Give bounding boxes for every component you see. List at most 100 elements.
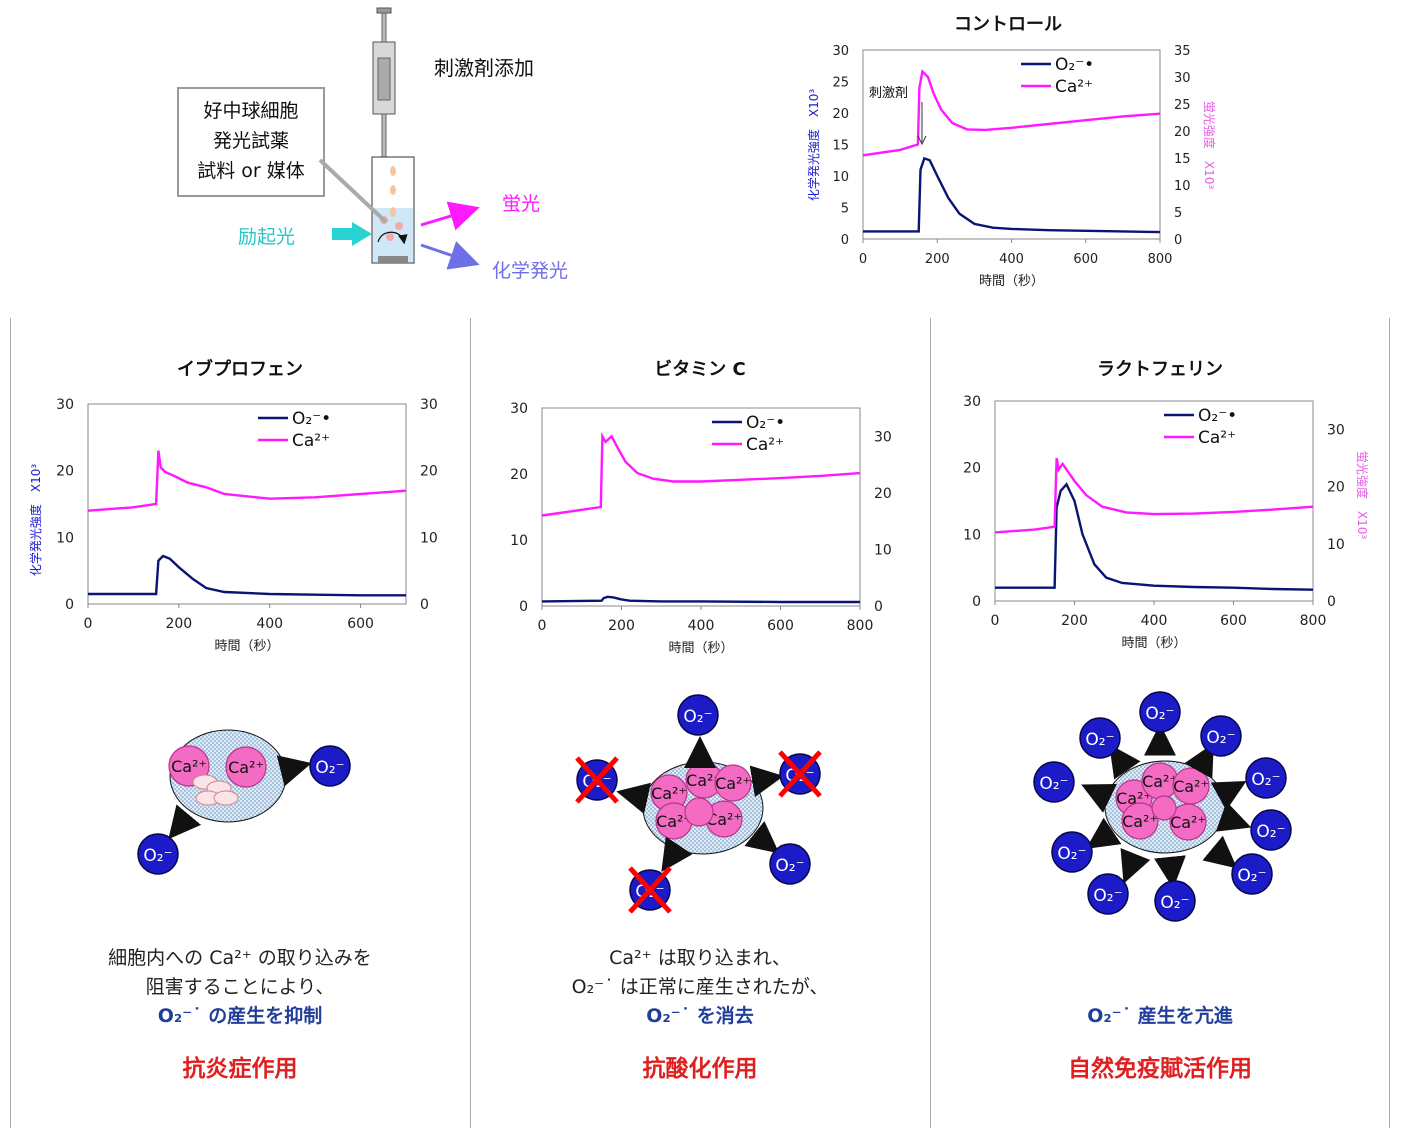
x-tick-label: 400 <box>1141 613 1168 629</box>
calcium-ion-icon <box>684 797 714 827</box>
calcium-ion-icon <box>1121 802 1159 840</box>
x-axis-label: 時間（秒） <box>1121 636 1186 651</box>
y-tick-label-right: 5 <box>1174 206 1182 221</box>
chart-title: ビタミン C <box>654 359 745 380</box>
cell-diagrams: Ca²⁺Ca²⁺O₂⁻O₂⁻Ca²⁺Ca²⁺Ca²⁺Ca²⁺Ca²⁺O₂⁻O₂⁻… <box>137 691 1292 922</box>
y-axis-label-right: 蛍光強度 X10³ <box>1202 101 1217 189</box>
superoxide-label: O₂⁻ <box>1206 728 1235 748</box>
reagent-line: 試料 or 媒体 <box>197 160 305 182</box>
x-tick-label: 200 <box>165 616 192 632</box>
x-tick-label: 0 <box>991 613 1000 629</box>
legend-label-ca: Ca²⁺ <box>292 431 330 451</box>
y-tick-label-left: 20 <box>832 107 849 122</box>
caption-line: 細胞内への Ca²⁺ の取り込みを <box>108 947 372 969</box>
cross-icon <box>778 750 822 798</box>
panel-divider <box>930 318 931 1128</box>
calcium-ion-label: Ca²⁺ <box>715 774 751 793</box>
series-line-o2 <box>88 554 406 597</box>
panel-divider <box>1389 318 1390 1128</box>
legend-label-o2: O₂⁻• <box>746 413 785 433</box>
series-line-o2 <box>541 595 860 604</box>
cross-icon <box>575 756 619 804</box>
y-tick-label-left: 0 <box>972 594 981 610</box>
arrow-icon <box>1120 848 1151 884</box>
y-tick-label-left: 30 <box>832 44 849 59</box>
y-tick-label-right: 0 <box>420 597 429 613</box>
superoxide-label: O₂⁻ <box>1145 704 1174 724</box>
calcium-ion-label: Ca²⁺ <box>1173 777 1209 796</box>
y-tick-label-left: 0 <box>841 233 849 248</box>
arrow-icon <box>616 782 651 814</box>
y-tick-label-right: 30 <box>420 397 438 413</box>
superoxide-label: O₂⁻ <box>1160 893 1189 913</box>
superoxide-icon <box>1051 831 1093 873</box>
superoxide-label: O₂⁻ <box>1039 774 1068 794</box>
caption-highlight: O₂⁻˙ の産生を抑制 <box>157 1005 323 1027</box>
superoxide-icon <box>1087 873 1129 915</box>
y-tick-label-left: 5 <box>841 202 849 217</box>
superoxide-icon <box>1079 717 1121 759</box>
x-tick-label: 200 <box>1061 613 1088 629</box>
effect-label: 抗酸化作用 <box>642 1056 758 1082</box>
superoxide-label: O₂⁻ <box>1085 730 1114 750</box>
annotation-arrowhead-icon <box>917 135 927 146</box>
cross-icon <box>628 866 672 914</box>
plot-area <box>862 49 1161 240</box>
y-tick-label-right: 0 <box>874 599 883 615</box>
superoxide-label: O₂⁻ <box>775 856 804 876</box>
y-axis-label-left: 化学発光強度 X10³ <box>28 464 43 576</box>
chemiluminescence-label: 化学発光 <box>492 260 569 282</box>
y-tick-label-right: 30 <box>874 429 892 445</box>
x-axis-label: 時間（秒） <box>979 274 1044 289</box>
stimulant-label: 刺激剤添加 <box>434 56 534 80</box>
y-tick-label-left: 30 <box>963 394 981 410</box>
syringe-icon <box>372 7 396 169</box>
annotation-label: 刺激剤 <box>869 85 908 101</box>
x-tick-label: 600 <box>347 616 374 632</box>
y-tick-label-left: 20 <box>56 464 74 480</box>
excitation-label: 励起光 <box>238 226 296 248</box>
x-tick-label: 800 <box>1148 252 1173 267</box>
superoxide-label: O₂⁻ <box>1256 822 1285 842</box>
arrow-icon <box>661 836 693 872</box>
superoxide-label: O₂⁻ <box>1057 844 1086 864</box>
calcium-ion-label: Ca²⁺ <box>171 757 207 776</box>
series-line-o2 <box>863 156 1161 234</box>
chart-title: ラクトフェリン <box>1097 359 1223 380</box>
calcium-ion-icon <box>1169 803 1207 841</box>
chart-title: コントロール <box>954 14 1062 35</box>
y-axis-label-right: 蛍光強度 X10³ <box>1355 451 1370 539</box>
legend-label-ca: Ca²⁺ <box>746 435 784 455</box>
y-tick-label-left: 15 <box>832 139 849 154</box>
superoxide-icon <box>1033 761 1075 803</box>
arrow-icon <box>1210 780 1247 811</box>
superoxide-label: O₂⁻ <box>1237 866 1266 886</box>
caption-line: O₂⁻˙ は正常に産生されたが、 <box>571 976 829 998</box>
y-tick-label-right: 10 <box>420 530 438 546</box>
legend-label-ca: Ca²⁺ <box>1198 428 1236 448</box>
x-tick-label: 400 <box>999 252 1024 267</box>
legend-label-o2: O₂⁻• <box>1055 55 1094 75</box>
x-tick-label: 0 <box>538 618 547 634</box>
caption-highlight: O₂⁻˙ 産生を亢進 <box>1087 1005 1233 1027</box>
calcium-ion-label: Ca²⁺ <box>1142 772 1178 791</box>
plot-area <box>541 407 861 607</box>
x-tick-label: 400 <box>256 616 283 632</box>
calcium-ion-label: Ca²⁺ <box>656 812 692 831</box>
superoxide-icon <box>769 843 811 885</box>
y-tick-label-right: 30 <box>1327 423 1345 439</box>
y-tick-label-right: 25 <box>1174 98 1191 113</box>
arrow-icon <box>1202 835 1238 869</box>
superoxide-icon <box>137 833 179 875</box>
superoxide-icon <box>677 694 719 736</box>
y-axis-label-left: 化学発光強度 X10³ <box>806 89 821 201</box>
y-tick-label-right: 15 <box>1174 152 1191 167</box>
x-tick-label: 0 <box>859 252 867 267</box>
y-tick-label-right: 30 <box>1174 71 1191 86</box>
y-tick-label-left: 0 <box>65 597 74 613</box>
